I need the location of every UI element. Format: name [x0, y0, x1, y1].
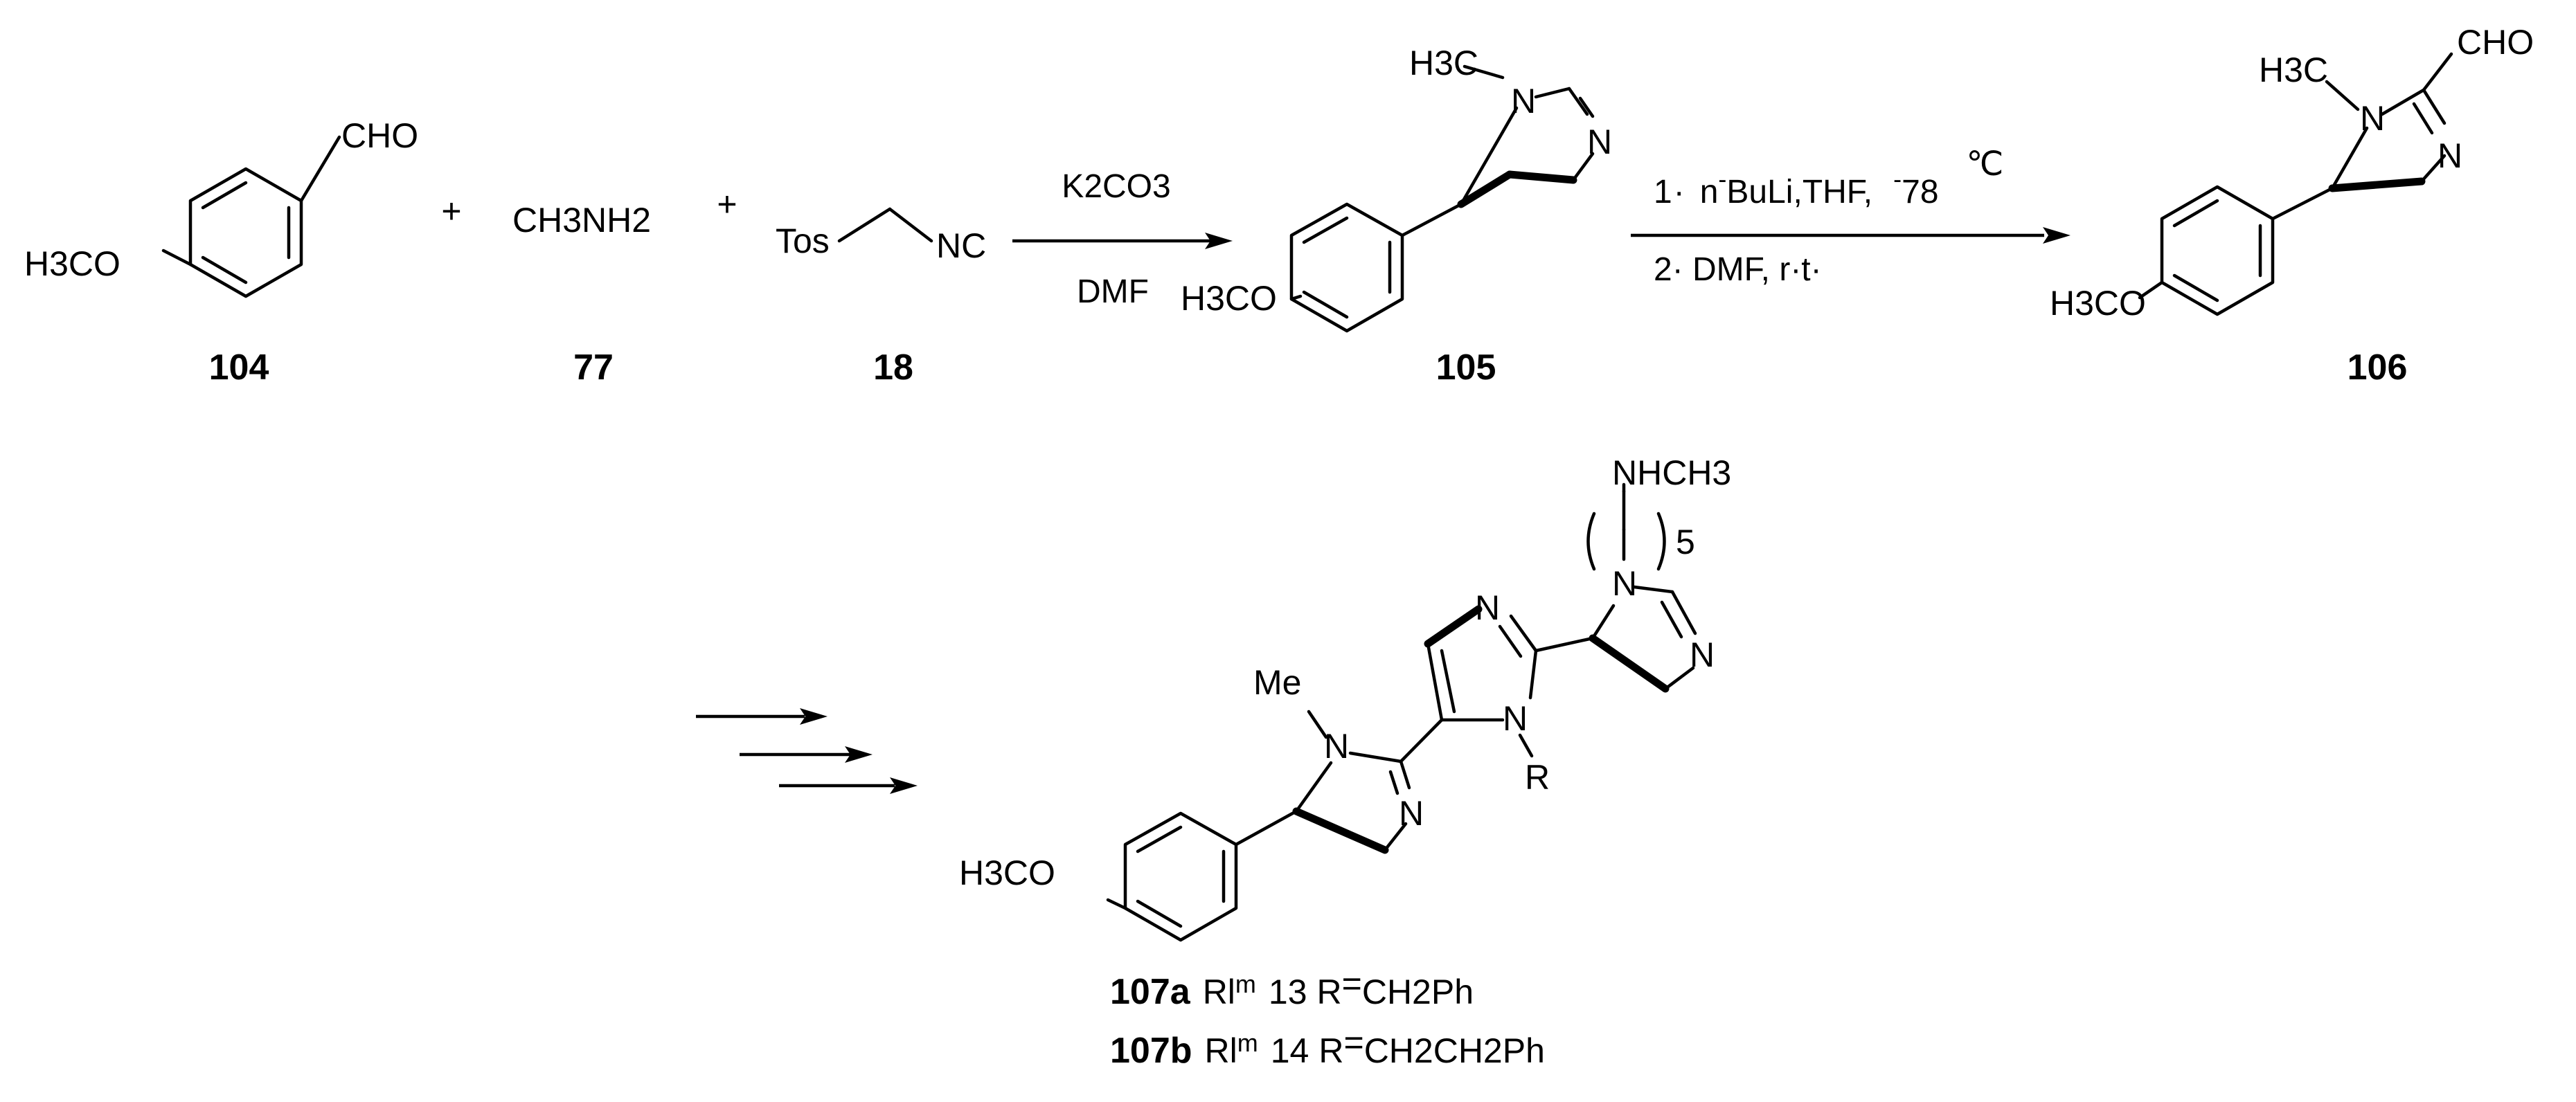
compound-106-methoxy: H3CO — [2050, 284, 2146, 323]
step2-conditions-line2: 2· DMF, r·t· — [1654, 251, 1822, 288]
compound-107-n-c3: N — [1690, 635, 1715, 674]
compound-107-structure: H3CO N N Me N N R — [959, 453, 1731, 942]
step1-solvent-dmf: DMF — [1077, 273, 1149, 310]
step1-reagent-k2co3: K2CO3 — [1062, 168, 1170, 205]
compound-105-n1: N — [1511, 82, 1536, 120]
plus-sign-2: + — [717, 185, 737, 224]
compound-105-structure: H3CO H3C N N — [1181, 44, 1612, 333]
reaction-arrow-2 — [1631, 227, 2070, 244]
compound-107-methoxy: H3CO — [959, 853, 1055, 892]
compound-18-number: 18 — [873, 347, 913, 388]
compound-107-n-b1: N — [1503, 699, 1528, 738]
multistep-arrows — [696, 708, 918, 794]
compound-107-n-b3: N — [1475, 588, 1500, 627]
compound-106-number: 106 — [2347, 347, 2408, 388]
compound-107-r: R — [1525, 758, 1550, 797]
compound-77-formula: CH3NH2 — [512, 201, 651, 240]
compound-105-n-methyl: H3C — [1409, 44, 1478, 82]
compound-18-structure: Tos NC — [776, 207, 986, 265]
compound-106-n1: N — [2360, 99, 2385, 138]
compound-106-n-methyl: H3C — [2259, 51, 2328, 89]
compound-107-n-c1: N — [1612, 564, 1637, 603]
compound-104-methoxy: H3CO — [24, 244, 120, 283]
compound-105-methoxy: H3CO — [1181, 279, 1277, 318]
compound-105-n3: N — [1587, 123, 1612, 161]
compound-104-structure: CHO H3CO — [24, 116, 418, 298]
compound-18-tos: Tos — [776, 222, 830, 260]
compound-104-cho: CHO — [341, 116, 418, 155]
compound-107-n-a1: N — [1324, 727, 1349, 766]
compound-107-chain-count: 5 — [1676, 523, 1695, 561]
compound-106-n3: N — [2438, 136, 2462, 175]
compound-106-structure: H3CO CHO H3C N N — [2050, 23, 2534, 323]
compound-105-number: 105 — [1436, 347, 1496, 388]
plus-sign-1: + — [441, 192, 461, 231]
step2-conditions-line1: 1·n-BuLi,THF,-78℃ — [1654, 146, 2003, 210]
compound-107-amine: NHCH3 — [1612, 453, 1731, 492]
compound-77-number: 77 — [573, 347, 614, 388]
compound-107-me: Me — [1253, 663, 1301, 702]
compound-106-cho: CHO — [2457, 23, 2534, 62]
compound-18-nc: NC — [936, 226, 986, 265]
compound-104-number: 104 — [209, 347, 269, 388]
reaction-arrow-1 — [1012, 233, 1233, 249]
compound-107-n-a3: N — [1399, 794, 1424, 833]
